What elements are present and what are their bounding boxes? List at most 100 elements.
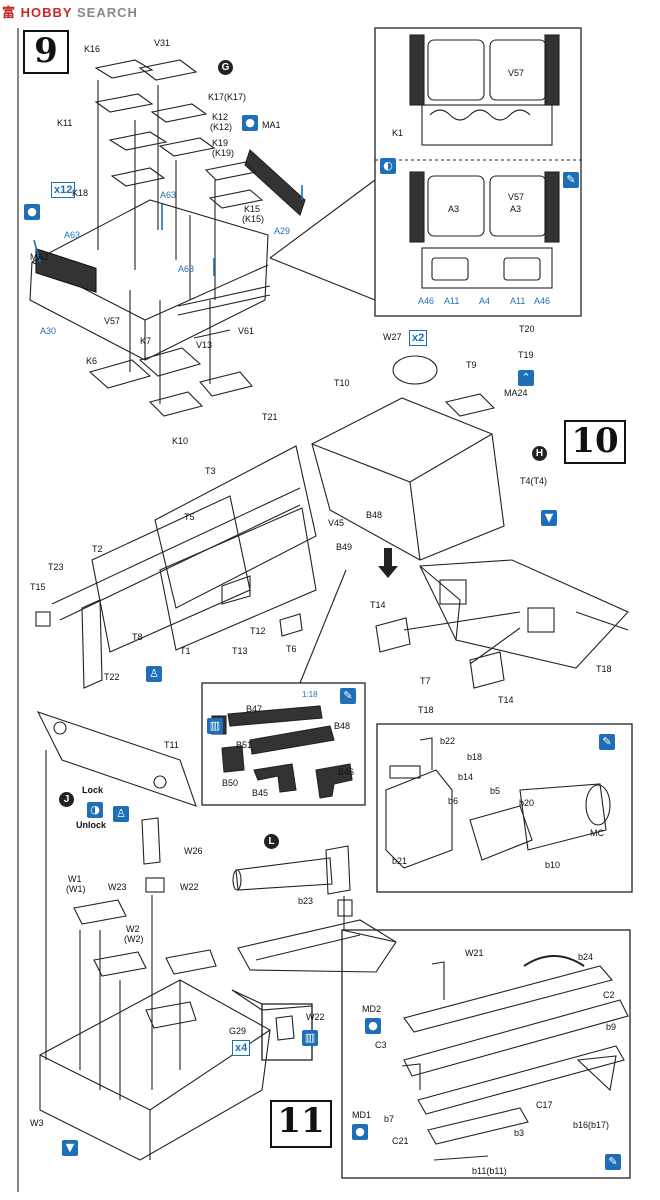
labels9-part-label: A4 <box>479 296 491 306</box>
labels11-part-label: b14 <box>458 772 474 782</box>
lock-unlock-icon: ◑ <box>87 802 103 818</box>
labels10-part-label: W27 <box>383 332 402 342</box>
labels9-part-label: V61 <box>238 326 255 336</box>
labels11-part-label: MD1 <box>352 1110 372 1120</box>
labels9-part-label: K6 <box>86 356 98 366</box>
labels10-part-label: T5 <box>184 512 195 522</box>
labels10-part-label: T14 <box>370 600 386 610</box>
labels10-part-label: T8 <box>132 632 143 642</box>
grille-ma2 <box>35 247 97 293</box>
labels10-part-label: T13 <box>232 646 248 656</box>
lock-label: Lock <box>82 785 104 795</box>
labels9-part-label: A63 <box>160 190 177 200</box>
step-letter-h: H <box>532 446 547 461</box>
labels9-part-label: A3 <box>510 204 522 214</box>
glue-icon: ✎ <box>599 734 615 750</box>
labels10-part-label: T20 <box>519 324 535 334</box>
labels11-part-label: b16(b17) <box>573 1120 610 1130</box>
labels9-part-label: K15 <box>244 204 261 214</box>
labels11-part-label: b6 <box>448 796 459 806</box>
labels9-part-label: A63 <box>178 264 195 274</box>
labels10-part-label: T14 <box>498 695 514 705</box>
labels11-part-label: (W2) <box>124 934 144 944</box>
superstructure-top <box>311 397 505 561</box>
labels11-part-label: W23 <box>108 882 127 892</box>
labels9-part-label: K10 <box>172 436 189 446</box>
side-plate-t3 <box>154 445 317 609</box>
labels11-part-label: b23 <box>298 896 314 906</box>
scissors-icon: ▥ <box>207 718 223 734</box>
labels10-part-label: B47 <box>246 704 263 714</box>
labels11-part-label: b20 <box>519 798 535 808</box>
labels11-part-label: W2 <box>126 924 140 934</box>
step-number-9: 9 <box>23 30 69 74</box>
pinch-icon: ♙ <box>113 806 129 822</box>
labels10-part-label: T9 <box>466 360 477 370</box>
labels11-part-label: b3 <box>514 1128 525 1138</box>
labels10-part-label: B48 <box>366 510 383 520</box>
labels9-part-label: A29 <box>274 226 291 236</box>
labels9-part-label: V57 <box>104 316 121 326</box>
step-letter-l: L <box>264 834 279 849</box>
labels11-part-label: C21 <box>392 1136 409 1146</box>
engine-deck <box>29 199 269 361</box>
labels10-part-label: B51 <box>236 740 253 750</box>
labels10-part-label: B49 <box>336 542 353 552</box>
floor-plate-w3 <box>39 979 271 1161</box>
labels9-part-label: MA2 <box>30 252 49 262</box>
labels11-part-label: b22 <box>440 736 456 746</box>
ratio-label: 1:18 <box>302 690 318 699</box>
labels10-part-label: T2 <box>92 544 103 554</box>
paint-drop-icon: ▼ <box>541 510 557 526</box>
labels9-part-label: A30 <box>40 326 57 336</box>
labels10-part-label: T7 <box>420 676 431 686</box>
labels10-part-label: T4(T4) <box>520 476 547 486</box>
labels10-part-label: B48 <box>334 721 351 731</box>
up-arrow-icon: ⌃ <box>518 370 534 386</box>
paint-drop-icon: ● <box>242 115 258 131</box>
labels11-part-label: C3 <box>375 1040 387 1050</box>
labels11-part-label: T11 <box>164 740 179 750</box>
paint-drop-icon: ● <box>352 1124 368 1140</box>
labels9-part-label: A46 <box>418 296 435 306</box>
labels10-part-label: B50 <box>222 778 239 788</box>
labels9-part-label: K19 <box>212 138 229 148</box>
labels11-part-label: MC <box>590 828 604 838</box>
labels9-part-label: V31 <box>154 38 171 48</box>
labels10-part-label: T10 <box>334 378 350 388</box>
labels10-part-label: T12 <box>250 626 266 636</box>
labels9-part-label: K11 <box>57 118 73 128</box>
labels9-part-label: (K15) <box>242 214 265 224</box>
labels9-part-label: V13 <box>196 340 213 350</box>
unlock-label: Unlock <box>76 820 107 830</box>
labels9-part-label: (K19) <box>212 148 235 158</box>
labels9-part-label: K1 <box>392 128 404 138</box>
labels11-part-label: (W1) <box>66 884 86 894</box>
labels9-part-label: A46 <box>534 296 551 306</box>
labels9-part-label: K12 <box>212 112 229 122</box>
cover-plate-t11 <box>36 711 197 807</box>
paint-drop-icon: ● <box>24 204 40 220</box>
step-letter-j: J <box>59 792 74 807</box>
labels10-part-label: B45 <box>252 788 269 798</box>
watermark: 富 HOBBY SEARCH <box>2 2 138 21</box>
labels11-part-label: b21 <box>392 856 408 866</box>
labels11-part-label: G29 <box>229 1026 247 1036</box>
step-number-11: 11 <box>270 1100 332 1148</box>
labels10-part-label: T18 <box>596 664 612 674</box>
labels11-part-label: W22 <box>180 882 199 892</box>
labels11-part-label: b7 <box>384 1114 395 1124</box>
optional-part-icon: ◐ <box>380 158 396 174</box>
labels10-part-label: MA24 <box>504 388 528 398</box>
labels9-part-label: A3 <box>448 204 460 214</box>
multiplier-x2: x2 <box>409 330 428 346</box>
watermark-part2: SEARCH <box>76 5 138 20</box>
labels10-part-label: T18 <box>418 705 434 715</box>
labels11-part-label: MD2 <box>362 1004 382 1014</box>
labels11-part-label: b18 <box>467 752 483 762</box>
labels9-part-label: V57 <box>508 68 525 78</box>
step-number-10: 10 <box>564 420 626 464</box>
paint-drop-icon: ▼ <box>62 1140 78 1156</box>
labels9-part-label: (K12) <box>210 122 233 132</box>
